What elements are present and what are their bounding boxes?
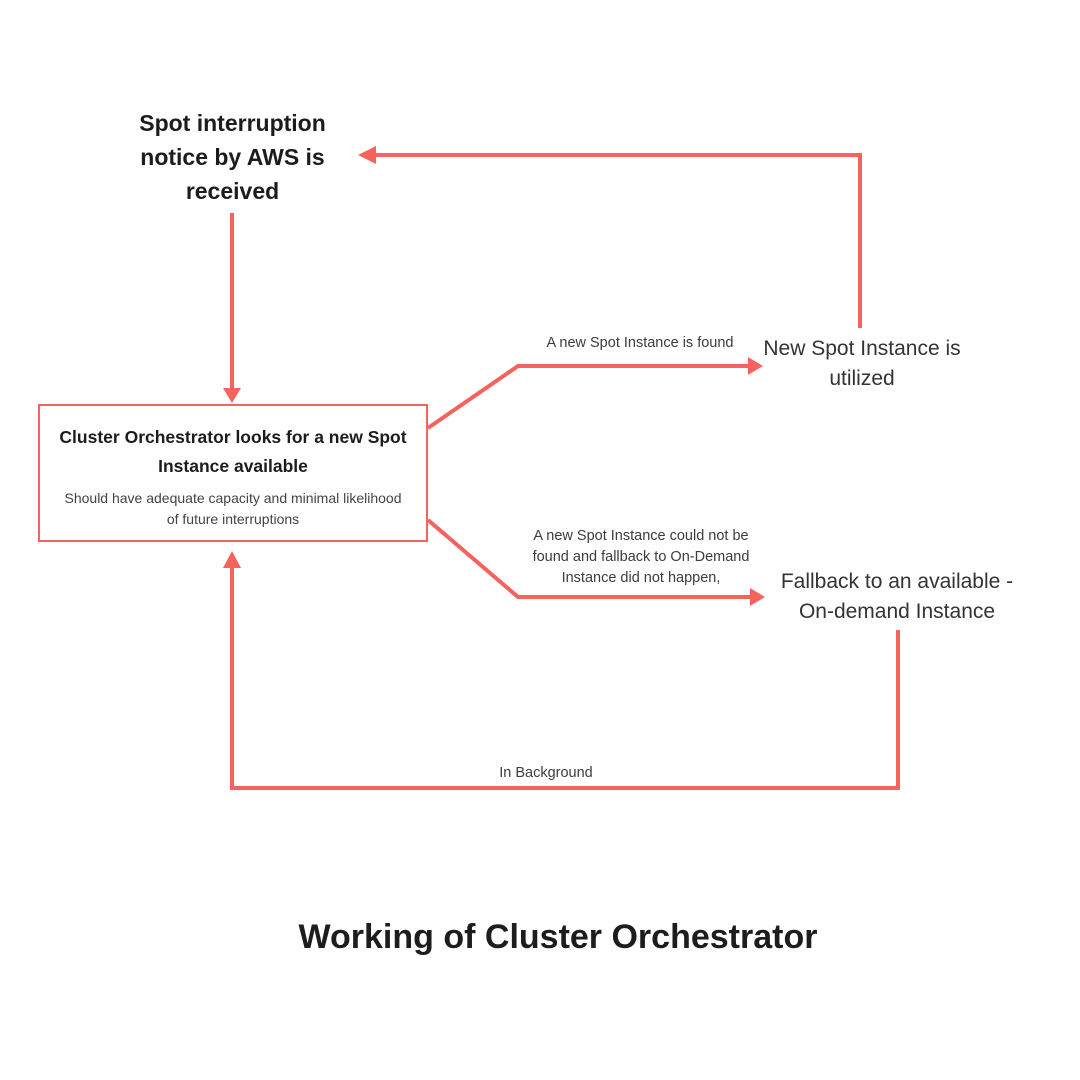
orchestrator-box-title: Cluster Orchestrator looks for a new Spo… [59, 427, 407, 476]
node-fallback-on-demand: Fallback to an available -On-demand Inst… [780, 570, 1014, 623]
arrowhead-notice-to-orchestrator [223, 388, 241, 403]
edge-label-spot-not-found: A new Spot Instance could not be found a… [532, 528, 750, 586]
node-new-spot-instance-utilized: New Spot Instance is utilized [763, 337, 961, 390]
node-cluster-orchestrator-box: Cluster Orchestrator looks for a new Spo… [38, 404, 428, 542]
page-title: Working of Cluster Orchestrator [298, 918, 818, 956]
arrow-orchestrator-to-utilized [426, 364, 750, 430]
arrow-utilized-to-notice [374, 153, 862, 328]
edge-label-spot-found: A new Spot Instance is found [546, 335, 734, 351]
orchestrator-box-subtitle: Should have adequate capacity and minima… [64, 490, 402, 527]
edge-label-in-background: In Background [499, 765, 593, 781]
arrowhead-utilized-to-notice [358, 146, 376, 164]
arrowhead-fallback-to-orchestrator [223, 551, 241, 568]
node-spot-interruption-notice: Spot interruption notice by AWS is recei… [139, 110, 326, 204]
arrowhead-orchestrator-to-fallback [750, 588, 765, 606]
